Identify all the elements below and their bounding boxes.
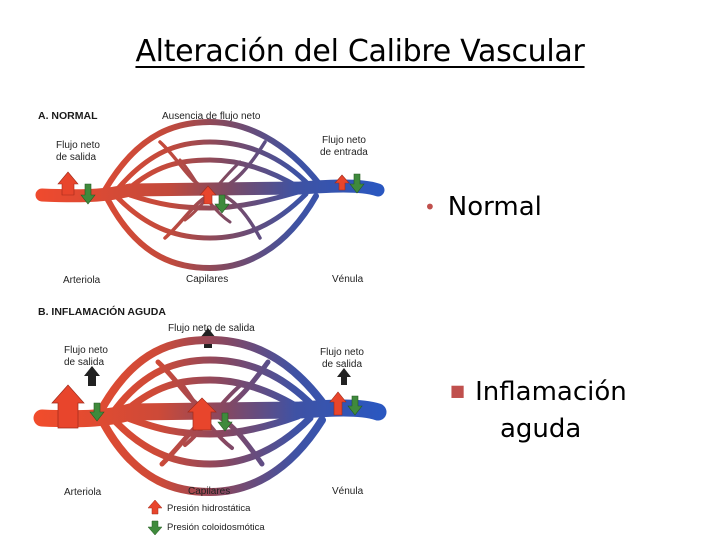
panel-b-left-label-2: de salida (64, 357, 104, 368)
panel-a-right-label-2: de entrada (320, 147, 368, 158)
panel-b-right-label-1: Flujo neto (320, 347, 364, 358)
panel-a-capilares-label: Capilares (186, 274, 228, 285)
panel-a-normal: A. NORMAL Ausencia de flujo neto Flujo n… (35, 110, 385, 286)
panel-a-arrows (57, 171, 365, 214)
bullet-normal: • Normal (424, 192, 542, 222)
panel-b-right-label-2: de salida (322, 359, 362, 370)
panel-a-hydrostatic-arrow-center (199, 185, 217, 205)
bullet-inflammation-line2: aguda (500, 414, 582, 444)
slide-title: Alteración del Calibre Vascular (135, 34, 585, 69)
panel-b-colloid-arrow-right (347, 395, 363, 416)
legend-colloid-arrow-icon (147, 520, 163, 536)
figure-legend: Presión hidrostática Presión coloidosmót… (147, 499, 265, 536)
panel-b-hydrostatic-arrow-center (187, 397, 217, 431)
panel-b-top-label: Flujo neto de salida (168, 323, 255, 334)
bullet-inflammation: ■ Inflamación aguda (450, 372, 690, 448)
panel-a-hydrostatic-arrow-right (334, 174, 350, 191)
legend-hydrostatic-label: Presión hidrostática (167, 503, 251, 514)
bullet-inflammation-line1: Inflamación (475, 377, 627, 407)
panel-b-arrows (51, 384, 363, 432)
panel-a-top-label: Ausencia de flujo neto (162, 111, 261, 122)
legend-hydrostatic-arrow-icon (147, 499, 163, 515)
panel-b-capilares-label: Capilares (188, 486, 230, 497)
bullet-normal-text: Normal (447, 192, 542, 222)
panel-b-arteriola-label: Arteriola (64, 487, 102, 498)
panel-a-colloid-arrow-right (349, 173, 365, 194)
panel-a-colloid-arrow-center (214, 194, 230, 214)
panel-b-left-label-1: Flujo neto (64, 345, 108, 356)
panel-b-venula-label: Vénula (332, 486, 364, 497)
panel-a-arteriola-label: Arteriola (63, 275, 101, 286)
panel-b-hydrostatic-arrow-right (329, 391, 347, 416)
panel-a-heading: A. NORMAL (38, 110, 98, 122)
panel-a-hydrostatic-arrow-left (57, 171, 79, 196)
panel-a-right-label-1: Flujo neto (322, 135, 366, 146)
bullet-dot-icon: • (424, 195, 436, 219)
panel-b-colloid-arrow-center (217, 412, 233, 432)
panel-a-colloid-arrow-left (80, 183, 96, 205)
panel-a-venula-label: Vénula (332, 274, 364, 285)
panel-b-left-outflow-arrow (84, 366, 100, 386)
panel-a-left-label-2: de salida (56, 152, 96, 163)
legend-colloid-label: Presión coloidosmótica (167, 522, 265, 533)
bullet-square-icon: ■ (450, 381, 466, 400)
panel-a-left-label-1: Flujo neto (56, 140, 100, 151)
panel-b-right-outflow-arrow (337, 368, 351, 385)
panel-b-acute-inflammation: B. INFLAMACIÓN AGUDA Flujo neto de salid… (33, 305, 387, 498)
panel-b-heading: B. INFLAMACIÓN AGUDA (38, 305, 166, 318)
panel-b-colloid-arrow-left (89, 402, 105, 422)
panel-b-hydrostatic-arrow-left (51, 384, 85, 429)
capillary-flow-figure: A. NORMAL Ausencia de flujo neto Flujo n… (30, 100, 390, 540)
